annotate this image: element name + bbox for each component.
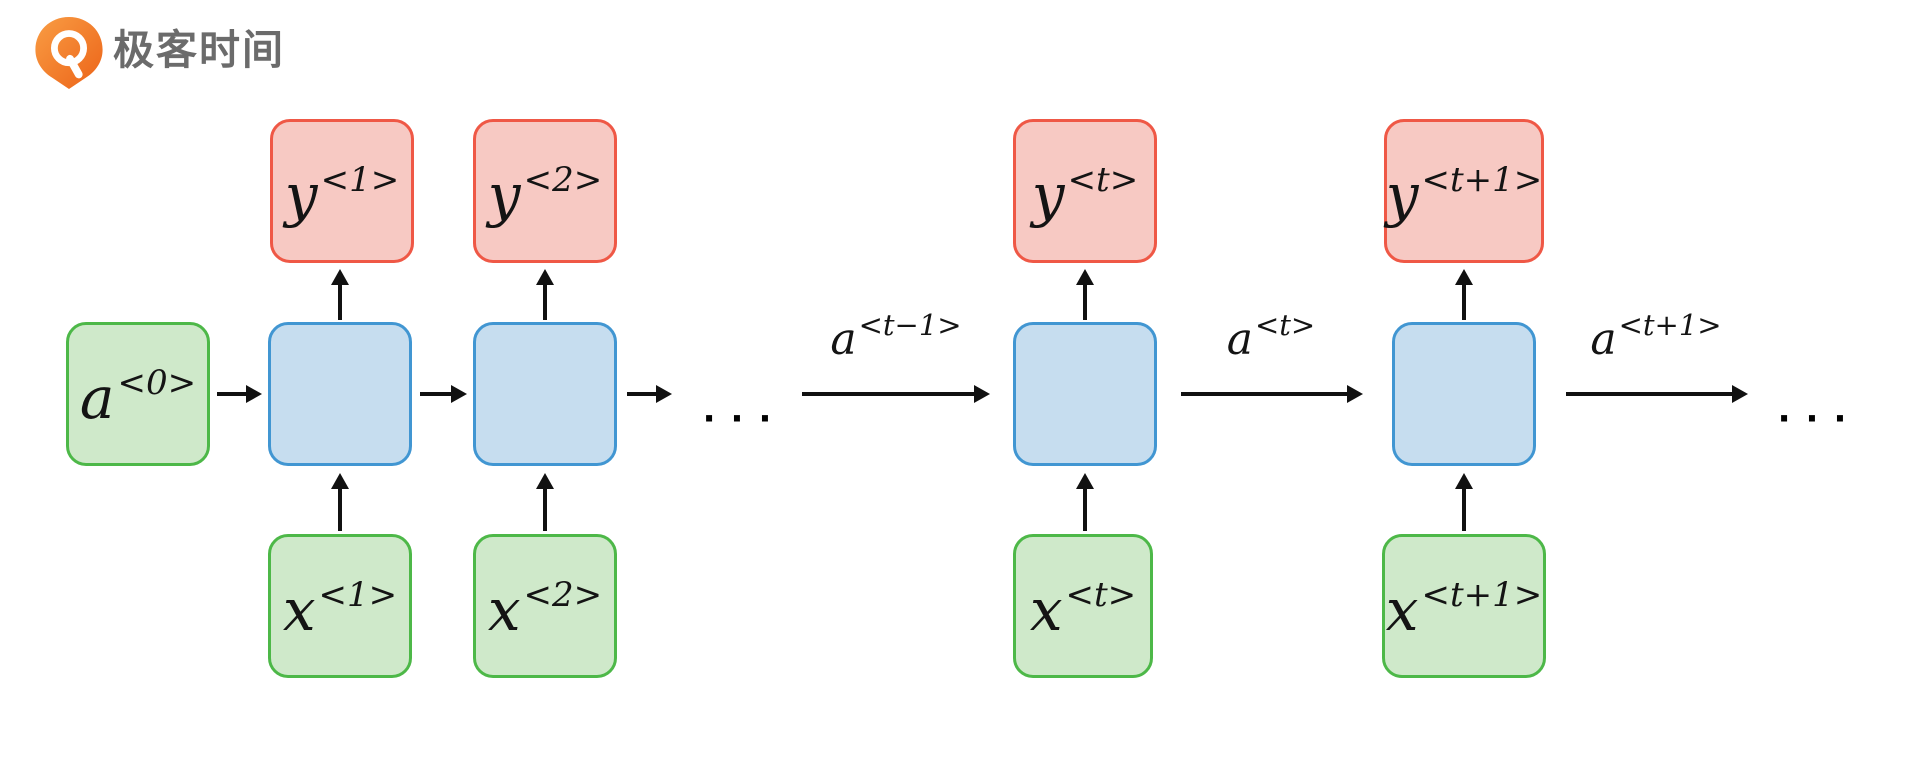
arrow-at-plus1-to-ellipsis (1566, 385, 1748, 403)
initial-state-box-a0: a<0> (66, 322, 210, 466)
ellipsis-left: ··· (702, 399, 787, 439)
output-box-yt1: y<t+1> (1384, 119, 1544, 263)
arrow-hidden1-to-hidden2 (420, 385, 467, 403)
arrow-xt1-to-hiddent1 (1455, 473, 1473, 531)
arrow-a0-to-hidden1 (217, 385, 262, 403)
output-box-yt: y<t> (1013, 119, 1157, 263)
initial-state-label-a0: a<0> (79, 363, 197, 432)
edge-label-a-t: a<t> (1226, 308, 1316, 365)
arrow-x1-to-hidden1 (331, 473, 349, 531)
input-label-xt: x<t> (1029, 575, 1137, 644)
arrow-hidden2-to-ellipsis (627, 385, 672, 403)
input-box-x1: x<1> (268, 534, 412, 678)
arrow-at-minus1-to-hiddent (802, 385, 990, 403)
geektime-logo-icon (35, 16, 103, 90)
hidden-state-box-t (1013, 322, 1157, 466)
arrow-hidden1-to-y1 (331, 269, 349, 320)
geektime-logo-text: 极客时间 (113, 25, 285, 74)
input-box-x2: x<2> (473, 534, 617, 678)
edge-label-a-t-minus1: a<t−1> (830, 308, 962, 365)
input-label-x2: x<2> (487, 575, 603, 644)
hidden-state-box-1 (268, 322, 412, 466)
arrow-hidden2-to-y2 (536, 269, 554, 320)
output-label-y2: y<2> (487, 160, 603, 229)
ellipsis-right: ··· (1777, 399, 1862, 439)
arrow-x2-to-hidden2 (536, 473, 554, 531)
input-box-xt1: x<t+1> (1382, 534, 1546, 678)
hidden-state-box-t1 (1392, 322, 1536, 466)
output-box-y2: y<2> (473, 119, 617, 263)
output-label-yt: y<t> (1031, 160, 1139, 229)
input-label-xt1: x<t+1> (1385, 575, 1543, 644)
geektime-logo: 极客时间 (33, 16, 285, 90)
input-box-xt: x<t> (1013, 534, 1153, 678)
hidden-state-box-2 (473, 322, 617, 466)
output-box-y1: y<1> (270, 119, 414, 263)
output-label-y1: y<1> (284, 160, 400, 229)
arrow-at-to-hiddent1 (1181, 385, 1363, 403)
input-label-x1: x<1> (282, 575, 398, 644)
edge-label-a-t-plus1: a<t+1> (1590, 308, 1722, 365)
arrow-xt-to-hiddent (1076, 473, 1094, 531)
arrow-hiddent1-to-yt1 (1455, 269, 1473, 320)
arrow-hiddent-to-yt (1076, 269, 1094, 320)
output-label-yt1: y<t+1> (1385, 160, 1543, 229)
